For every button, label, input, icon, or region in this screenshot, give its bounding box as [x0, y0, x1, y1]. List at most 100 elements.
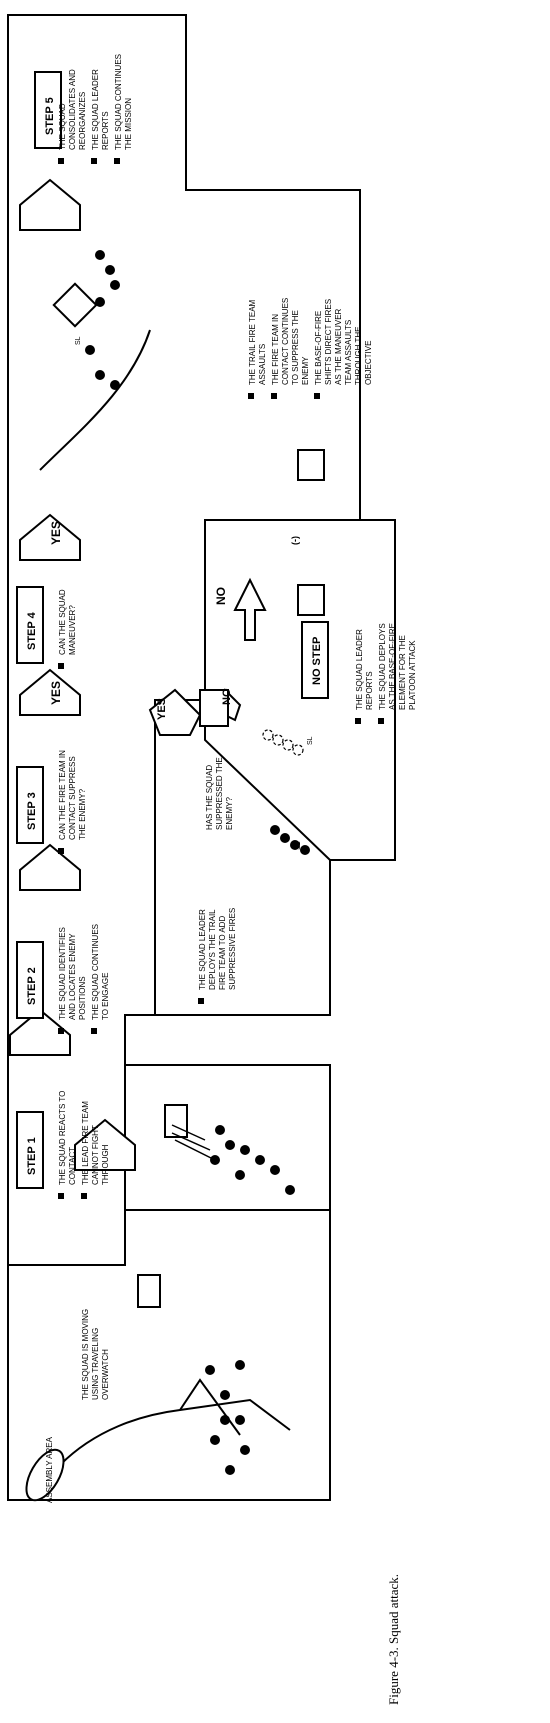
arrow-branch-yes [148, 688, 202, 736]
branch-question-line: ENEMY? [225, 797, 234, 830]
bullet-square [114, 158, 120, 164]
bullet-line: MANEUVER? [68, 605, 77, 655]
assembly-area-label: ASSEMBLY AREA [45, 1436, 54, 1503]
bullet-line: REPORTS [365, 671, 374, 710]
bullet-line: CAN THE FIRE TEAM IN [58, 750, 67, 840]
step-2-title: STEP 2 [26, 967, 38, 1005]
sl-label: SL [295, 841, 302, 850]
arrow-step1-to-step2 [9, 1008, 71, 1056]
arrow-step3-to-step4 [19, 668, 81, 716]
step1-panel-outline [124, 1064, 331, 1210]
step-4-title: STEP 4 [26, 611, 38, 650]
bullet-line: THROUGH THE [354, 326, 363, 385]
bullet-line: OBJECTIVE [364, 341, 373, 385]
bullet-square [198, 998, 204, 1004]
bullet-line: AND LOCATES ENEMY [68, 933, 77, 1020]
sl-label: SL [307, 736, 314, 745]
step-5-title-box [34, 71, 62, 149]
enemy-position-assault [52, 282, 98, 328]
step-2-title-box [16, 941, 44, 1019]
bullet-line: ASSAULTS [258, 344, 267, 385]
start-bullet-line: USING TRAVELING [91, 1328, 100, 1400]
bullet-line: ELEMENT FOR THE [398, 635, 407, 710]
enemy-position-start [137, 1274, 161, 1308]
branch-soldiers [270, 825, 310, 855]
bullet-square [58, 848, 64, 854]
caption-text: Figure 4-3. Squad attack. [386, 1574, 401, 1705]
bullet-line: THE SQUAD [58, 103, 67, 150]
bullet-line: POSITIONS [78, 976, 87, 1020]
enemy-position-nostep-2 [297, 449, 325, 481]
bullet-line: PLATOON ATTACK [408, 640, 417, 710]
enemy-position-branch [199, 689, 229, 727]
bullet-square [355, 718, 361, 724]
bullet-line: THE BASE-OF-FIRE [314, 311, 323, 385]
figure-caption: Figure 4-3. Squad attack. [380, 1515, 410, 1715]
decision-no: NO [214, 587, 228, 605]
bullet-square [58, 158, 64, 164]
bullet-line: REORGANIZES [78, 92, 87, 150]
bullet-line: CONTACT SUPPRESS [68, 756, 77, 840]
bullet-line: THE SQUAD LEADER [198, 909, 207, 990]
decision-yes: YES [49, 681, 63, 705]
step-3-title: STEP 3 [26, 792, 38, 830]
bullet-line: THE SQUAD IDENTIFIES [58, 927, 67, 1020]
bullet-line: FIRE TEAM TO ADD [218, 916, 227, 990]
bullet-line: THE SQUAD REACTS TO [58, 1091, 67, 1185]
bullet-line: THE ENEMY? [78, 788, 87, 840]
step-1-title-box [16, 1111, 44, 1189]
bullet-square [81, 1193, 87, 1199]
start-soldiers [205, 1360, 250, 1475]
bullet-line: CANNOT FIGHT [91, 1125, 100, 1185]
step-4-title-box [16, 586, 44, 664]
bullet-line: SUPPRESSIVE FIRES [228, 908, 237, 990]
bullet-square [91, 158, 97, 164]
bullet-square [58, 663, 64, 669]
decision-yes: YES [156, 698, 168, 720]
bullet-line: TO SUPPRESS THE [291, 310, 300, 385]
bullet-line: THE SQUAD DEPLOYS [378, 623, 387, 710]
step-3-title-box [16, 766, 44, 844]
step-5-title: STEP 5 [44, 97, 56, 135]
arrow-step4-to-assault [19, 513, 81, 561]
bullet-square [248, 393, 254, 399]
decision-no: NO [221, 688, 233, 705]
bullet-line: DEPLOYS THE TRAIL [208, 909, 217, 990]
bullet-line: SHIFTS DIRECT FIRES [324, 299, 333, 385]
bullet-square [91, 1028, 97, 1034]
arrow-step2-to-step3 [19, 843, 81, 891]
assault-soldiers [85, 250, 120, 390]
bullet-line: THROUGH [101, 1144, 110, 1185]
assault-arrow [39, 329, 151, 471]
bullet-line: THE SQUAD LEADER [355, 629, 364, 710]
bullet-line: THE LEAD FIRE TEAM [81, 1101, 90, 1185]
branch-question-line: HAS THE SQUAD [205, 765, 214, 830]
bullet-line: CONSOLIDATES AND [68, 69, 77, 150]
bullet-square [58, 1028, 64, 1034]
bullet-line: CONTACT [68, 1147, 77, 1185]
decision-yes: YES [49, 521, 63, 545]
start-bullet-line: THE SQUAD IS MOVING [81, 1309, 90, 1400]
step1-soldiers [210, 1125, 295, 1195]
bullet-line: THE TRAIL FIRE TEAM [248, 299, 257, 385]
no-step-title: NO STEP [311, 637, 323, 685]
arrow-start-to-step1 [74, 1118, 136, 1171]
bullet-line: THE MISSION [124, 98, 133, 150]
enemy-position-step1 [164, 1104, 188, 1138]
sl-label: SL [75, 336, 82, 345]
arrow-step4-no [233, 577, 267, 641]
start-bullet-line: OVERWATCH [101, 1349, 110, 1400]
bullet-square [271, 393, 277, 399]
bullet-line: TEAM ASSAULTS [344, 320, 353, 385]
movement-arrow [59, 1378, 291, 1466]
step-1-title: STEP 1 [26, 1137, 38, 1175]
bullet-line: THE SQUAD CONTINUES [114, 54, 123, 150]
bullet-line: THE SQUAD CONTINUES [91, 924, 100, 1020]
bullet-line: CAN THE SQUAD [58, 589, 67, 655]
branch-dashed-team [262, 729, 304, 756]
arrow-assault-to-step5 [19, 178, 81, 231]
assembly-area-ellipse [25, 1448, 65, 1502]
branch-question-line: SUPPRESSED THE [215, 757, 224, 830]
bullet-square [58, 1193, 64, 1199]
